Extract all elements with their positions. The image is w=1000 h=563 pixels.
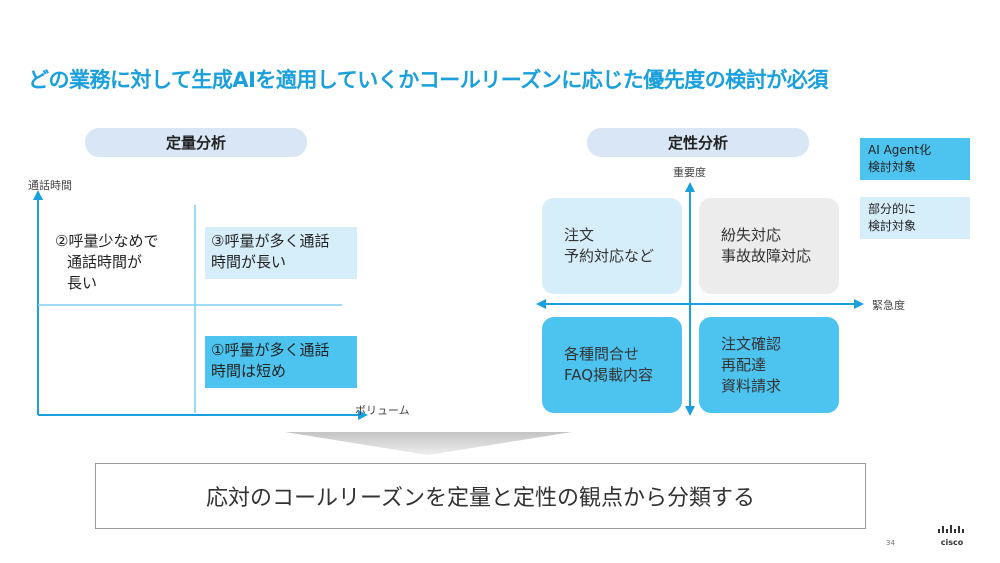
qual-quadrant-line: 予約対応など — [564, 247, 655, 265]
legend-light-line: 検討対象 — [868, 219, 917, 233]
quadrant-1-line: ①呼量が多く通話 — [211, 341, 330, 359]
conclusion-box: 応対のコールリーズンを定量と定性の観点から分類する — [95, 463, 866, 529]
legend-light-line: 部分的に — [868, 202, 917, 216]
legend-light: 部分的に 検討対象 — [860, 197, 970, 239]
slide-title: どの業務に対して生成AIを適用していくかコールリーズンに応じた優先度の検討が必須 — [28, 68, 828, 92]
legend-dark: AI Agent化 検討対象 — [860, 138, 970, 180]
cisco-logo-text: cisco — [940, 538, 964, 547]
qual-quadrant-line: 各種問合せ — [564, 345, 640, 363]
qual-quadrant-top-right: 紛失対応 事故故障対応 — [699, 198, 839, 294]
qual-quadrant-line: 資料請求 — [721, 376, 782, 395]
qual-quadrant-top-left: 注文 予約対応など — [542, 198, 682, 294]
quadrant-3-line: ③呼量が多く通話 — [211, 232, 330, 250]
cisco-logo: cisco — [938, 519, 966, 547]
qual-quadrant-line: 事故故障対応 — [721, 247, 812, 265]
quadrant-2-line: 長い — [67, 274, 98, 292]
qual-x-axis-label: 緊急度 — [872, 299, 905, 312]
qual-y-axis-label: 重要度 — [673, 166, 706, 179]
quantitative-header: 定量分析 — [85, 128, 307, 157]
qual-quadrant-line: 注文 — [564, 226, 595, 244]
qual-quadrant-bottom-left: 各種問合せ FAQ掲載内容 — [542, 317, 682, 413]
quant-y-axis-label: 通話時間 — [28, 179, 72, 192]
legend-dark-line: AI Agent化 — [868, 143, 932, 157]
quadrant-2-text: ②呼量少なめで 通話時間が 長い — [55, 231, 158, 294]
quadrant-2-line: 通話時間が — [67, 253, 143, 271]
qual-quadrant-line: 紛失対応 — [721, 226, 782, 244]
qual-quadrant-line: 注文確認 — [721, 334, 782, 353]
cisco-logo-bars-icon — [938, 525, 964, 533]
quadrant-1-line: 時間は短め — [211, 362, 287, 380]
qual-quadrant-line: 再配達 — [721, 355, 767, 374]
page-number: 34 — [886, 539, 895, 547]
quadrant-2-line: ②呼量少なめで — [55, 232, 159, 250]
legend-dark-line: 検討対象 — [868, 160, 917, 174]
quadrant-3-line: 時間が長い — [211, 253, 287, 271]
quadrant-1-box: ①呼量が多く通話 時間は短め — [205, 336, 357, 388]
quant-x-axis-label: ボリューム — [355, 404, 410, 417]
qual-quadrant-line: FAQ掲載内容 — [564, 366, 654, 384]
quadrant-3-box: ③呼量が多く通話 時間が長い — [205, 227, 357, 279]
qual-quadrant-bottom-right: 注文確認 再配達 資料請求 — [699, 317, 839, 413]
qualitative-header: 定性分析 — [587, 128, 809, 157]
